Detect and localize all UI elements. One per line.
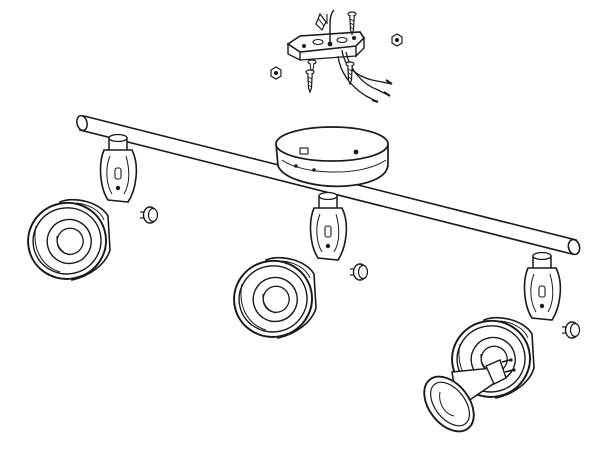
nut-icon bbox=[270, 66, 282, 80]
adjustment-knob-icon bbox=[139, 206, 159, 224]
wall-plug-icon bbox=[315, 12, 327, 32]
spotlight-head-icon bbox=[225, 252, 321, 346]
adjustment-knob-icon bbox=[561, 321, 581, 339]
screw-icon bbox=[305, 69, 315, 93]
wire-icon bbox=[326, 9, 393, 103]
spotlight-1 bbox=[19, 133, 159, 288]
mounting-bracket-icon bbox=[286, 31, 366, 62]
swivel-arm-icon bbox=[523, 251, 562, 321]
light-bulb-icon bbox=[423, 358, 516, 433]
nut-icon bbox=[391, 33, 403, 47]
mounting-hardware-group bbox=[270, 9, 403, 103]
spotlight-2 bbox=[225, 191, 369, 346]
screw-icon bbox=[307, 59, 317, 71]
screw-icon bbox=[345, 61, 355, 85]
ceiling-canopy-icon bbox=[275, 126, 389, 188]
spotlight-head-icon bbox=[19, 194, 115, 288]
spotlight-3 bbox=[423, 251, 581, 433]
adjustment-knob-icon bbox=[349, 263, 369, 281]
swivel-arm-icon bbox=[99, 133, 138, 203]
screw-icon bbox=[347, 11, 357, 35]
swivel-arm-icon bbox=[309, 191, 348, 261]
